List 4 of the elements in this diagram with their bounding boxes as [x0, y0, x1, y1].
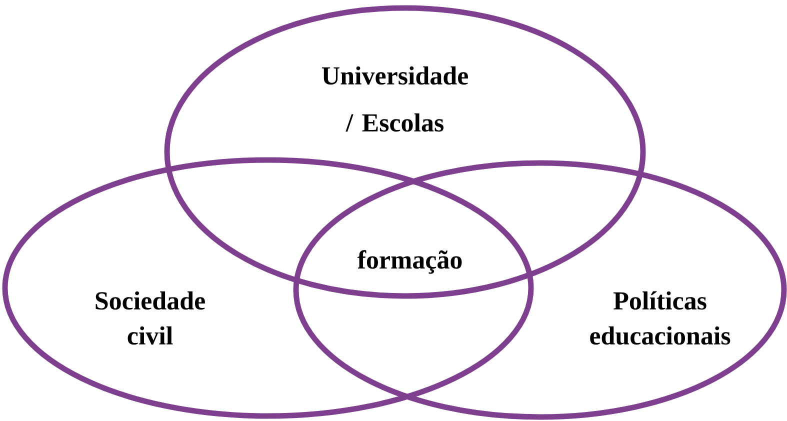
- ellipse-label: Sociedade civil: [96, 291, 205, 345]
- ellipse-label: Universidade / Escolas: [322, 66, 468, 132]
- center-label: formação: [358, 250, 462, 274]
- ellipse-label: Políticas educacionais: [590, 291, 730, 345]
